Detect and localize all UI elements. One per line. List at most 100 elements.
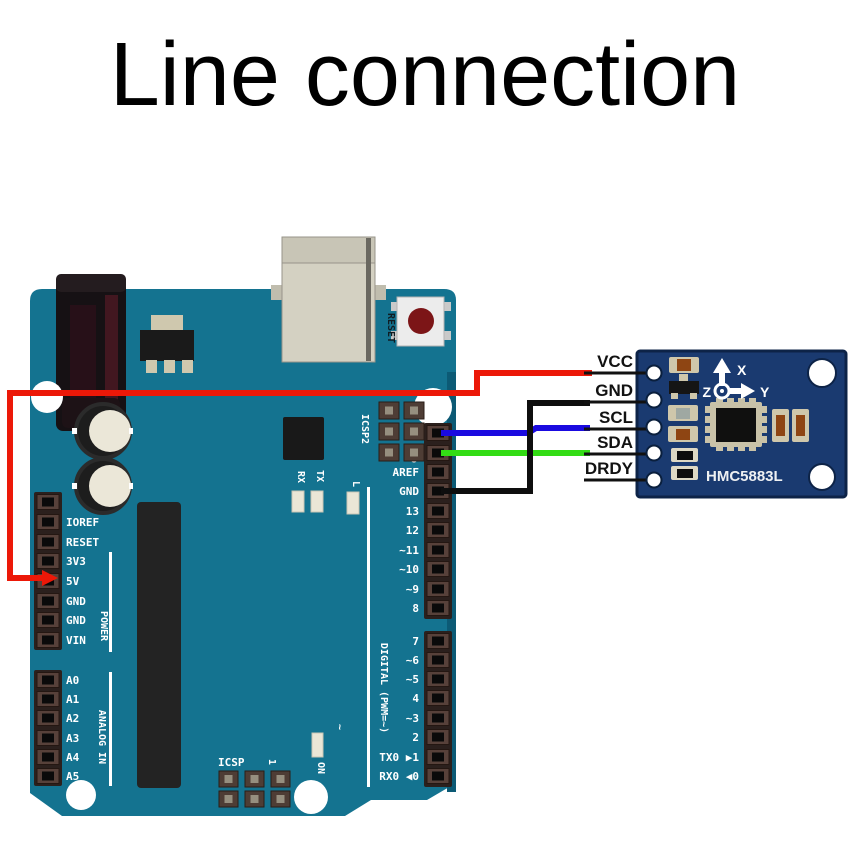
- module-pin-label-vcc: VCC: [597, 352, 633, 371]
- power-pin-label-3v3: 3V3: [66, 555, 86, 568]
- header-pin: [276, 795, 285, 803]
- board-outline: [30, 289, 456, 816]
- y-axis-arrow-icon: [741, 383, 755, 399]
- smd-resistor: [669, 357, 699, 373]
- reset-button: [391, 296, 451, 347]
- header-pin: [42, 596, 54, 606]
- icsp-label: ICSP: [218, 756, 245, 769]
- mounting-hole: [31, 381, 63, 413]
- smd-capacitor: [671, 448, 698, 462]
- analog-pin-label-a3: A3: [66, 732, 79, 745]
- z-axis-label: Z: [702, 384, 711, 400]
- header-pin: [432, 693, 444, 703]
- hmc5883l-module: X Y Z HMC5883L: [635, 349, 848, 499]
- usb-connector: [271, 236, 386, 363]
- digital-pin-label-7: 7: [412, 635, 419, 648]
- module-pin-hole: [645, 364, 663, 382]
- power-group-label: POWER: [98, 611, 109, 642]
- header-pin: [432, 603, 444, 613]
- digital-header-bottom: [424, 631, 452, 787]
- module-pin-label-sda: SDA: [597, 433, 633, 452]
- wire-vcc-red: [7, 370, 592, 581]
- digital-pin-label-13: 13: [406, 505, 419, 518]
- header-pin: [410, 406, 418, 415]
- icsp-pin1-label: 1: [266, 759, 277, 765]
- header-pin: [42, 615, 54, 625]
- digital-pin-label-2: 2: [412, 731, 419, 744]
- analog-group-label: ANALOG IN: [96, 710, 107, 764]
- module-mounting-hole: [808, 463, 836, 491]
- header-pin: [42, 537, 54, 547]
- smd-resistor: [668, 426, 698, 442]
- header-pin: [432, 713, 444, 723]
- module-pin-hole: [645, 391, 663, 409]
- tx-led: [310, 490, 324, 513]
- digital-pin-label-5: ~5: [406, 673, 419, 686]
- capacitor: [72, 457, 133, 515]
- z-axis-icon: [713, 382, 731, 400]
- header-pin: [432, 506, 444, 516]
- header-pin: [224, 795, 233, 803]
- header-pin: [42, 517, 54, 527]
- header-pin: [385, 427, 393, 436]
- wire-gnd-black: [441, 400, 590, 494]
- digital-pin-label-tx1: TX0 ▶1: [379, 751, 419, 764]
- rx-led: [291, 490, 305, 513]
- module-pin-hole: [645, 418, 663, 436]
- l-led-label: L: [350, 481, 361, 487]
- wire-scl-blue: [441, 425, 590, 436]
- header-pin: [432, 448, 444, 458]
- digital-pin-label-gnd: GND: [399, 485, 419, 498]
- smd-capacitor: [671, 466, 698, 480]
- icsp2-label: ICSP2: [359, 414, 370, 444]
- power-pin-label-gnd1: GND: [66, 595, 86, 608]
- digital-pin-label-rx0: RX0 ◀0: [379, 770, 419, 783]
- smd-capacitor: [792, 409, 809, 442]
- compass-ic: [705, 398, 767, 451]
- module-chip-label: HMC5883L: [706, 468, 783, 485]
- header-pin: [42, 556, 54, 566]
- header-pin: [276, 775, 285, 783]
- header-pin: [432, 486, 444, 496]
- header-pin: [42, 752, 54, 762]
- analog-pin-label-a4: A4: [66, 751, 80, 764]
- power-pin-label-5v: 5V: [66, 575, 80, 588]
- digital-pin-label-9: ~9: [406, 583, 419, 596]
- header-pin: [432, 564, 444, 574]
- power-pin-label-vin: VIN: [66, 634, 86, 647]
- mounting-hole: [66, 780, 96, 810]
- header-pin: [385, 448, 393, 457]
- header-pin: [432, 428, 444, 438]
- module-pin-label-scl: SCL: [599, 408, 633, 427]
- header-pin: [42, 694, 54, 704]
- header-pin: [432, 636, 444, 646]
- header-pin: [410, 427, 418, 436]
- power-pin-label-gnd2: GND: [66, 614, 86, 627]
- analog-pin-label-a1: A1: [66, 693, 80, 706]
- digital-pin-label-6: ~6: [406, 654, 420, 667]
- rx-label: RX: [295, 471, 306, 483]
- smd-capacitor: [772, 409, 789, 442]
- power-pin-label-reset: RESET: [66, 536, 99, 549]
- module-pin-label-gnd: GND: [595, 381, 633, 400]
- header-pin: [385, 406, 393, 415]
- mcu-chip: [137, 502, 181, 788]
- digital-group-label: DIGITAL (PWM=~): [378, 643, 389, 733]
- header-pin: [42, 497, 54, 507]
- analog-pin-label-a5: A5: [66, 770, 79, 783]
- digital-pin-label-10: ~10: [399, 563, 419, 576]
- digital-pin-label-8: 8: [412, 602, 419, 615]
- header-pin: [432, 674, 444, 684]
- analog-pin-label-a0: A0: [66, 674, 79, 687]
- digital-silk-line: [367, 487, 370, 787]
- header-pin: [432, 655, 444, 665]
- module-pin-holes: [645, 364, 663, 489]
- usb-interface-chip: [283, 417, 324, 460]
- icsp-pins: [218, 401, 425, 808]
- module-pin-hole: [645, 444, 663, 462]
- y-axis-label: Y: [760, 384, 770, 400]
- on-led: [311, 732, 324, 758]
- header-pin: [224, 775, 233, 783]
- mounting-hole: [294, 780, 328, 814]
